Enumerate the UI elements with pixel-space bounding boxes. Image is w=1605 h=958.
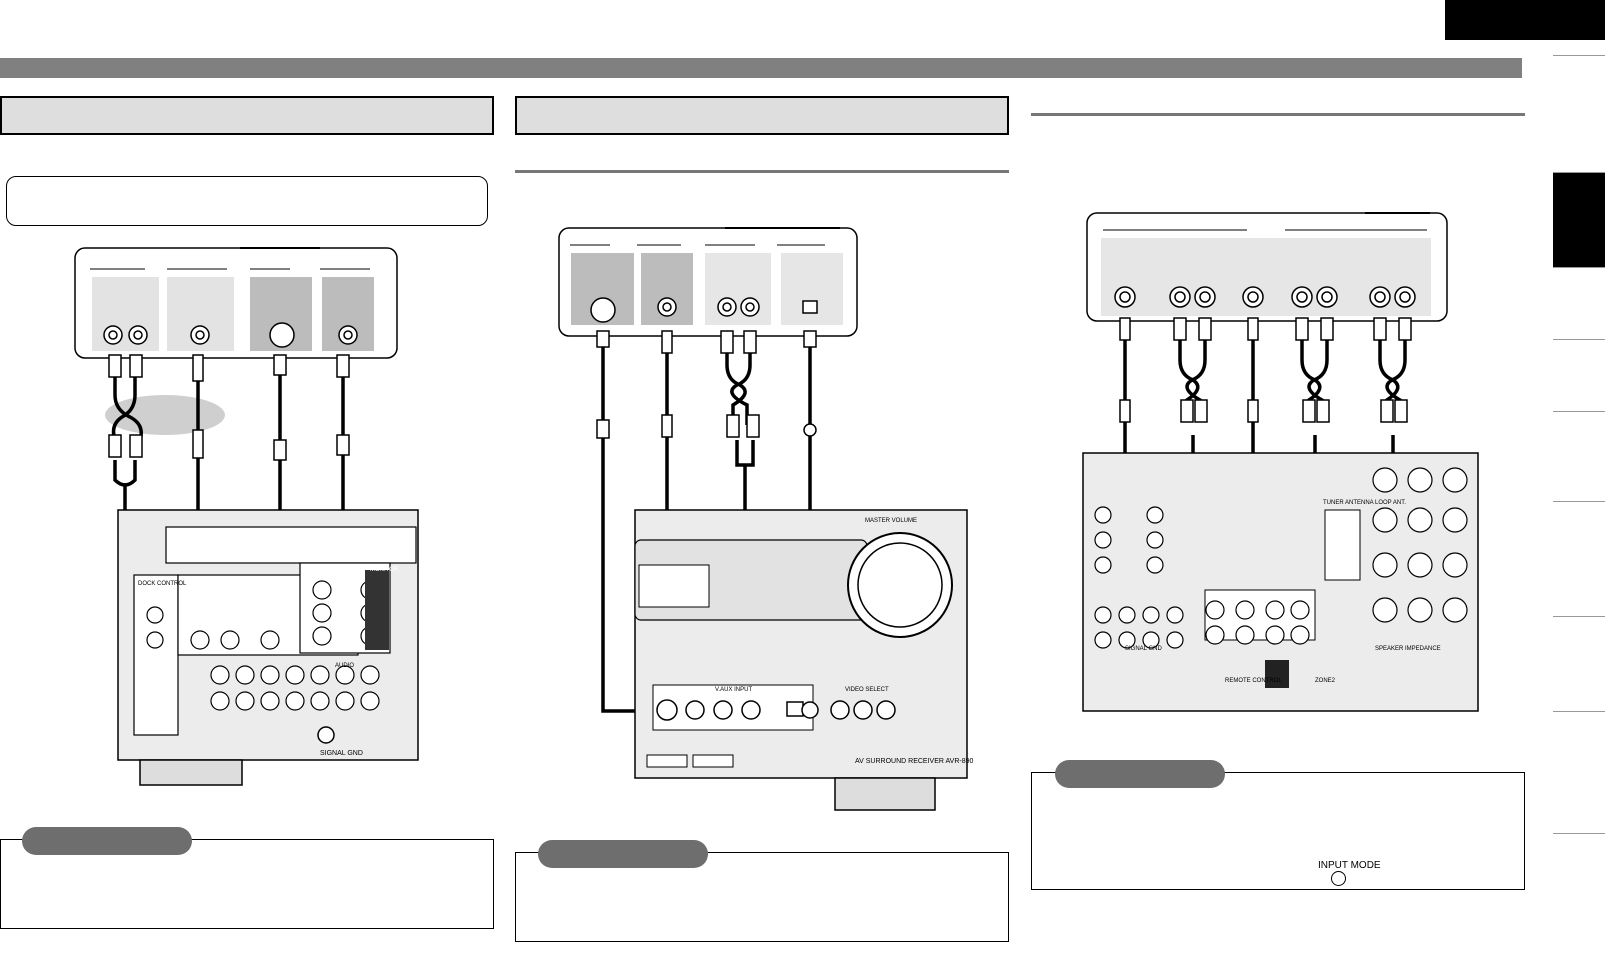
svg-text:VIDEO SELECT: VIDEO SELECT — [845, 687, 889, 693]
svg-text:ZONE2: ZONE2 — [1315, 678, 1336, 684]
note-tab-3 — [1055, 760, 1225, 788]
side-tab-4[interactable] — [1553, 339, 1605, 411]
svg-text:TUNER ANTENNA LOOP ANT.: TUNER ANTENNA LOOP ANT. — [1323, 500, 1406, 506]
svg-text:SIGNAL GND: SIGNAL GND — [1125, 646, 1162, 652]
side-tab-5[interactable] — [1553, 411, 1605, 501]
section-heading-box-1 — [0, 96, 494, 135]
side-tab-1[interactable] — [1553, 55, 1605, 172]
svg-text:DOCK CONTROL: DOCK CONTROL — [138, 581, 187, 587]
connection-diagram-front-panel: MASTER VOLUME V.AUX INPUT VIDEO SELECT A… — [558, 227, 973, 811]
page-corner-tab — [1445, 0, 1605, 40]
side-tab-7[interactable] — [1553, 616, 1605, 711]
section-heading-box-2 — [515, 96, 1009, 135]
note-tab-2 — [538, 840, 708, 868]
side-tab-9[interactable] — [1553, 833, 1605, 958]
input-mode-button-icon — [1331, 871, 1346, 886]
section-rule-2 — [515, 170, 1009, 173]
chapter-header-bar — [0, 58, 1522, 78]
note-box-3 — [1031, 772, 1525, 890]
side-tab-3[interactable] — [1553, 267, 1605, 339]
svg-text:MASTER VOLUME: MASTER VOLUME — [865, 518, 917, 524]
svg-text:V.AUX INPUT: V.AUX INPUT — [715, 687, 752, 693]
side-tab-active[interactable] — [1553, 172, 1605, 267]
note-tab-1 — [22, 827, 192, 855]
connection-diagram-video-devices: SIGNAL GND DOCK CONTROL MONITOR AUDIO — [74, 247, 419, 786]
svg-text:SIGNAL GND: SIGNAL GND — [320, 750, 363, 757]
svg-text:AV SURROUND RECEIVER AVR-890: AV SURROUND RECEIVER AVR-890 — [855, 758, 973, 765]
section-rule-3 — [1031, 113, 1525, 116]
connection-diagram-preout: TUNER ANTENNA LOOP ANT. REMOTE CONTROL Z… — [1082, 212, 1479, 712]
intro-callout-box — [6, 176, 488, 226]
svg-text:SPEAKER IMPEDANCE: SPEAKER IMPEDANCE — [1375, 646, 1441, 652]
svg-text:MONITOR: MONITOR — [370, 567, 399, 573]
side-tab-6[interactable] — [1553, 501, 1605, 616]
svg-text:REMOTE CONTROL: REMOTE CONTROL — [1225, 678, 1282, 684]
side-tab-8[interactable] — [1553, 711, 1605, 833]
svg-text:AUDIO: AUDIO — [335, 663, 354, 669]
input-mode-label: INPUT MODE — [1318, 860, 1381, 871]
